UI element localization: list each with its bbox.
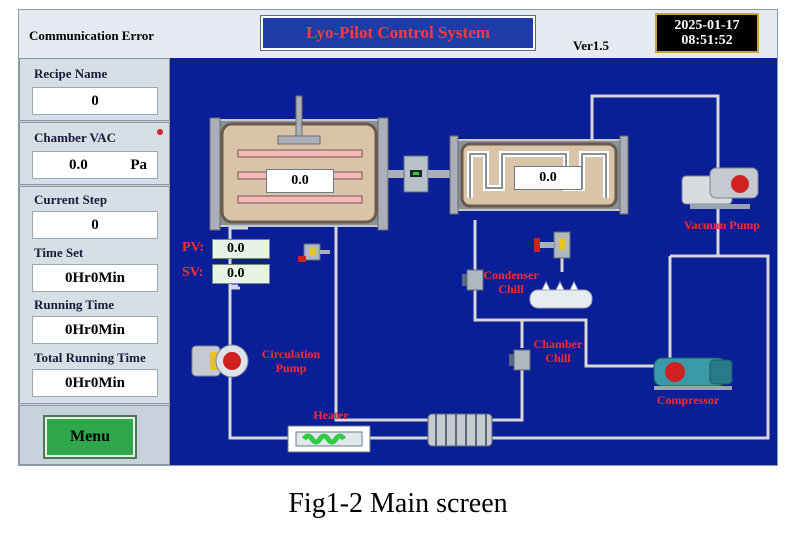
heater	[287, 425, 371, 453]
chamber-chill-valve[interactable]	[509, 349, 531, 371]
current-step-field: 0	[32, 211, 158, 239]
vacuum-pump-label: Vacuum Pump	[684, 218, 760, 232]
condenser-manual-valve[interactable]	[462, 269, 484, 291]
chamber-chill-label-line2: Chill	[545, 351, 571, 365]
recipe-name-label: Recipe Name	[34, 66, 108, 81]
time-text: 08:51:52	[681, 33, 733, 48]
freeze-chamber	[209, 95, 389, 231]
pipe-exchanger-to-chamber-chill	[492, 368, 524, 422]
current-step-label: Current Step	[34, 192, 108, 207]
condenser-temperature-display: 0.0	[514, 166, 582, 190]
chamber-temperature-display: 0.0	[266, 169, 334, 193]
heater-label: Heater	[313, 408, 349, 422]
circulation-pump	[191, 344, 249, 378]
chamber-vac-value: 0.0	[69, 156, 88, 173]
recipe-name-field[interactable]: 0	[32, 87, 158, 115]
total-running-time-label: Total Running Time	[34, 350, 146, 365]
sidebar: Recipe Name 0 Chamber VAC 0.0 Pa Current…	[19, 58, 170, 465]
pipe-chamber-return	[334, 226, 428, 422]
circulation-pump-label: Circulation Pump	[254, 347, 328, 375]
temperature-control-valve[interactable]	[298, 243, 330, 262]
circulation-pump-label-line1: Circulation	[261, 347, 321, 361]
heat-exchanger	[427, 413, 493, 447]
figure-caption: Fig1-2 Main screen	[288, 488, 508, 519]
chamber-chill-label-line1: Chamber	[533, 337, 583, 351]
system-title: Lyo-Pilot Control System	[261, 16, 535, 50]
communication-status: Communication Error	[29, 28, 155, 43]
isolation-valve[interactable]	[388, 155, 454, 193]
version-label: Ver1.5	[573, 38, 609, 53]
date-time-display: 2025-01-17 08:51:52	[655, 13, 759, 53]
chamber-vac-panel: Chamber VAC 0.0 Pa	[19, 122, 170, 185]
time-set-label: Time Set	[34, 245, 84, 260]
top-bar: Communication Error Lyo-Pilot Control Sy…	[19, 10, 777, 59]
menu-button[interactable]: Menu	[45, 417, 135, 457]
pipe-chamber-to-pump	[228, 226, 248, 348]
recipe-name-panel: Recipe Name 0	[19, 58, 170, 121]
time-set-field[interactable]: 0Hr0Min	[32, 264, 158, 292]
date-text: 2025-01-17	[674, 18, 740, 33]
chamber-vac-unit: Pa	[130, 156, 147, 173]
process-diagram: 0.0 0.0 PV: 0.0 SV: 0.0 Vacuum Pump Cond…	[170, 58, 777, 465]
process-status-panel: Current Step 0 Time Set 0Hr0Min Running …	[19, 186, 170, 404]
running-time-label: Running Time	[34, 297, 115, 312]
pv-label: PV:	[182, 240, 205, 255]
pipe-to-compressor	[522, 318, 654, 368]
alarm-indicator	[157, 129, 163, 135]
chamber-vac-label: Chamber VAC	[34, 130, 116, 145]
pv-value: 0.0	[212, 239, 270, 259]
piping-diagram	[191, 94, 770, 453]
condenser-chill-valve[interactable]	[534, 231, 571, 259]
condenser-chill-tray	[529, 280, 593, 309]
compressor-label: Compressor	[656, 393, 720, 407]
compressor	[653, 357, 733, 390]
condenser-chill-label: Condenser Chill	[476, 268, 546, 296]
hmi-frame: Communication Error Lyo-Pilot Control Sy…	[18, 9, 778, 466]
condenser-chill-label-line2: Chill	[498, 282, 524, 296]
chamber-vac-field: 0.0 Pa	[32, 151, 158, 179]
chamber-chill-label: Chamber Chill	[526, 337, 590, 365]
vacuum-pump	[681, 167, 759, 209]
pipe-pump-to-heater	[228, 376, 288, 440]
condenser-chill-label-line1: Condenser	[483, 268, 539, 282]
sv-label: SV:	[182, 265, 204, 280]
circulation-pump-label-line2: Pump	[275, 361, 307, 375]
sv-value[interactable]: 0.0	[212, 264, 270, 284]
running-time-field: 0Hr0Min	[32, 316, 158, 344]
total-running-time-field: 0Hr0Min	[32, 369, 158, 397]
